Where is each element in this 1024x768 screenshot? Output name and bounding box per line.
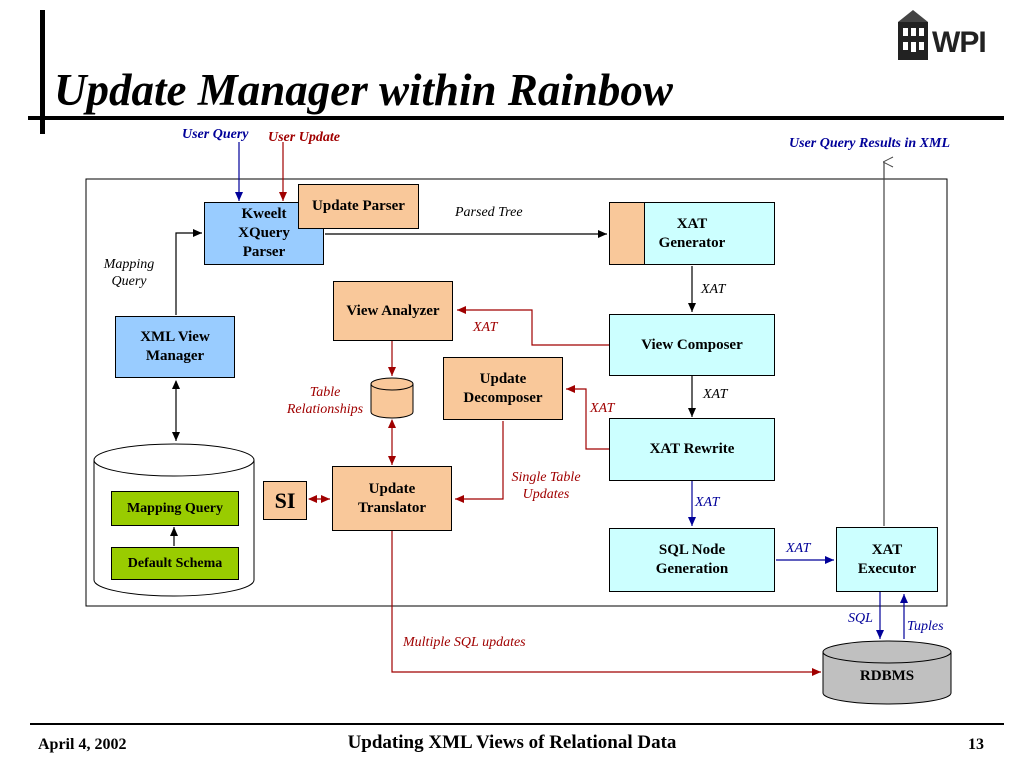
mapping-query-box: Mapping Query: [111, 491, 239, 526]
view-analyzer-box: View Analyzer: [333, 281, 453, 341]
slide-title: Update Manager within Rainbow: [54, 65, 673, 115]
mapping-query-edge-label: Mapping Query: [103, 257, 155, 289]
wpi-logo: WPI: [896, 8, 1000, 64]
xat-sql-executor-label: XAT: [786, 541, 811, 556]
xat-composer-analyzer-label: XAT: [473, 320, 498, 335]
table-relationships-label: Table Relationships: [286, 385, 364, 417]
composer-to-analyzer-arrow: [457, 306, 609, 346]
translator-to-rdbms-arrow: [391, 531, 821, 676]
rewrite-to-decomposer-arrow: [566, 385, 609, 450]
xat-generator-label: XAT Generator: [658, 216, 726, 251]
update-decomposer-box: Update Decomposer: [443, 357, 563, 420]
user-query-results-label: User Query Results in XML: [789, 136, 951, 151]
xat-rewrite-box: XAT Rewrite: [609, 418, 775, 481]
update-parser-box: Update Parser: [298, 184, 419, 229]
xat-generator-box: XAT Generator: [609, 202, 775, 265]
user-query-label: User Query: [182, 127, 249, 142]
footer-date: April 4, 2002: [38, 736, 127, 753]
page-number: 13: [968, 736, 984, 753]
mapping-query-arrow: [175, 229, 202, 315]
table-relationships-cylinder: [370, 377, 414, 419]
footer-title: Updating XML Views of Relational Data: [347, 732, 677, 753]
rdbms-label: RDBMS: [859, 668, 915, 684]
view-composer-box: View Composer: [609, 314, 775, 376]
decomposer-to-translator-arrow: [455, 421, 504, 503]
single-table-updates-label: Single Table Updates: [511, 470, 581, 502]
default-schema-box: Default Schema: [111, 547, 239, 580]
tuples-label: Tuples: [907, 619, 944, 634]
update-translator-box: Update Translator: [332, 466, 452, 531]
si-box: SI: [263, 481, 307, 520]
user-update-label: User Update: [268, 130, 340, 145]
xat-rewrite-sql-label: XAT: [695, 495, 720, 510]
xat-executor-box: XAT Executor: [836, 527, 938, 592]
title-rule: [28, 116, 1004, 120]
sql-label: SQL: [848, 611, 873, 626]
multiple-sql-updates-label: Multiple SQL updates: [403, 635, 526, 650]
left-rule: [40, 10, 45, 134]
xat-gen-composer-label: XAT: [701, 282, 726, 297]
xat-generator-accent: [610, 203, 645, 264]
xml-view-manager-box: XML View Manager: [115, 316, 235, 378]
xat-rewrite-decomposer-label: XAT: [590, 401, 615, 416]
sql-node-generation-box: SQL Node Generation: [609, 528, 775, 592]
xat-composer-rewrite-label: XAT: [703, 387, 728, 402]
logo-text: WPI: [932, 26, 987, 59]
rdbms-cylinder: [822, 640, 952, 705]
parsed-tree-label: Parsed Tree: [455, 205, 523, 220]
rainbow-frame: [85, 178, 948, 607]
